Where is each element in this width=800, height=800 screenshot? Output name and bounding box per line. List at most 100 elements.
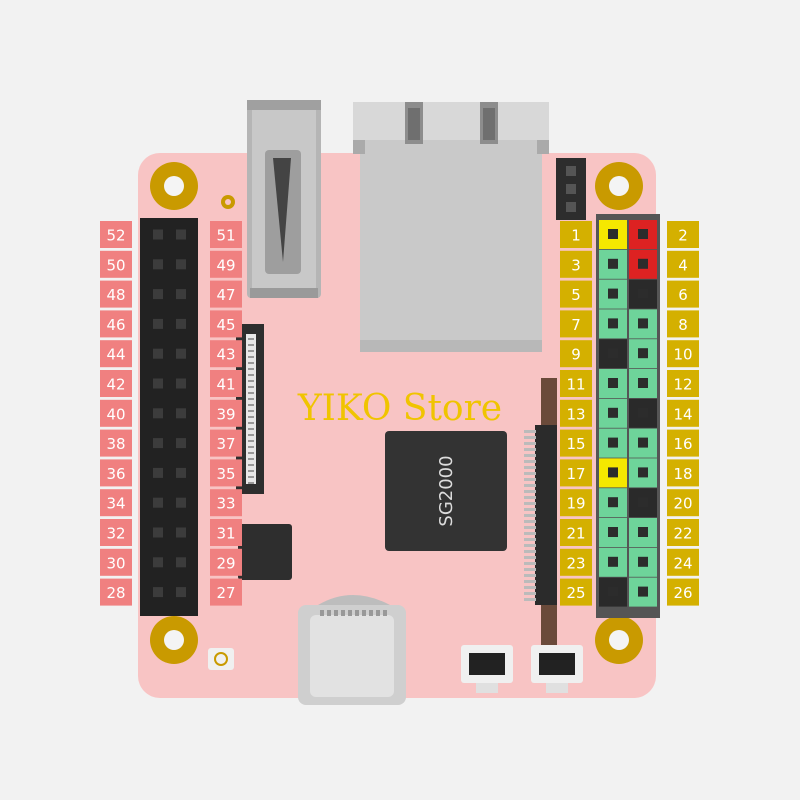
pin-label-odd-box — [560, 578, 592, 606]
pin-label-left-inner-box — [210, 548, 242, 576]
pin-label-even: 8 — [678, 316, 688, 334]
pin-label-left-outer: 34 — [106, 495, 125, 513]
pin-label-left-inner-box — [210, 519, 242, 546]
pin-label-left-outer: 44 — [106, 346, 125, 364]
pin-label-even: 22 — [673, 525, 692, 543]
pin-label-even-box — [667, 578, 699, 606]
pin-label-left-inner: 45 — [216, 316, 235, 334]
pin-label-odd: 7 — [571, 316, 581, 334]
pin-label-odd: 25 — [566, 584, 585, 602]
pin-label-left-inner: 37 — [216, 435, 235, 453]
header-pin — [176, 497, 186, 508]
pin-hole — [638, 318, 648, 329]
pin-label-left-outer-box — [100, 370, 132, 397]
pin-label-left-inner-box — [210, 399, 242, 427]
pin-label-left-inner: 27 — [216, 584, 235, 602]
pin-label-odd: 1 — [571, 227, 581, 245]
pin-label-left-inner-box — [210, 221, 242, 248]
pin-label-odd-box — [560, 519, 592, 546]
pin-label-odd: 11 — [566, 376, 585, 394]
pin-label-odd: 3 — [571, 256, 581, 274]
header-pin — [176, 229, 186, 240]
pin-label-left-inner-box — [210, 340, 242, 368]
pin-hole — [608, 258, 618, 269]
pin-label-left-outer-box — [100, 459, 132, 487]
pin-label-even-box — [667, 459, 699, 487]
pin-hole — [638, 467, 648, 478]
display-connector — [524, 378, 557, 648]
pin-label-even: 12 — [673, 376, 692, 394]
pin-label-even-box — [667, 519, 699, 546]
pin-label-even-box — [667, 340, 699, 368]
pin-label-left-outer-box — [100, 578, 132, 606]
header-pin — [153, 587, 163, 598]
header-pin — [153, 378, 163, 389]
pin-hole — [608, 586, 618, 597]
pin-label-even: 18 — [673, 465, 692, 483]
pin-label-odd-box — [560, 459, 592, 487]
pin-label-left-outer: 46 — [106, 316, 125, 334]
pin-label-odd-box — [560, 370, 592, 397]
header-pin — [176, 408, 186, 419]
pin-label-left-inner: 29 — [216, 554, 235, 572]
pin-label-left-outer: 40 — [106, 405, 125, 423]
pin-label-left-outer-box — [100, 429, 132, 457]
pin-label-left-inner: 41 — [216, 376, 235, 394]
pin-label-odd-box — [560, 489, 592, 517]
header-pin — [176, 259, 186, 270]
pin-label-even: 26 — [673, 584, 692, 602]
pin-label-even-box — [667, 429, 699, 457]
pin-hole — [608, 229, 618, 239]
pin-hole — [638, 378, 648, 388]
header-pin — [153, 229, 163, 240]
pin-label-odd: 21 — [566, 525, 585, 543]
pin-label-left-inner: 47 — [216, 286, 235, 304]
pin-label-even-box — [667, 221, 699, 248]
pin-label-even: 14 — [673, 405, 692, 423]
pin-label-left-inner: 39 — [216, 405, 235, 423]
pin-label-left-inner: 43 — [216, 346, 235, 364]
pin-label-left-inner-box — [210, 310, 242, 338]
pin-label-odd-box — [560, 399, 592, 427]
pin-label-odd: 19 — [566, 495, 585, 513]
pin-hole — [608, 467, 618, 478]
pin-label-left-outer-box — [100, 250, 132, 278]
header-pin — [176, 348, 186, 359]
pin-hole — [638, 527, 648, 537]
pin-label-left-outer-box — [100, 548, 132, 576]
pin-hole — [638, 348, 648, 359]
header-pin — [153, 557, 163, 568]
pin-hole — [638, 288, 648, 299]
button-left — [461, 645, 513, 693]
pin-label-even-box — [667, 250, 699, 278]
header-pin — [176, 438, 186, 449]
button-right — [531, 645, 583, 693]
pin-label-even: 24 — [673, 554, 692, 572]
pin-label-left-inner: 49 — [216, 256, 235, 274]
pin-label-left-outer-box — [100, 280, 132, 308]
pin-hole — [638, 556, 648, 567]
header-pin — [176, 467, 186, 478]
antenna-connector — [208, 648, 234, 670]
pin-label-left-outer: 48 — [106, 286, 125, 304]
pin-label-left-outer: 52 — [106, 227, 125, 245]
pin-label-left-outer-box — [100, 221, 132, 248]
left-pin-header — [140, 218, 198, 616]
header-pin — [153, 467, 163, 478]
header-pin — [176, 318, 186, 329]
pin-label-left-inner-box — [210, 429, 242, 457]
pin-label-left-outer: 38 — [106, 435, 125, 453]
pin-label-even-box — [667, 399, 699, 427]
pin-label-left-inner: 31 — [216, 525, 235, 543]
pin-hole — [638, 258, 648, 269]
ethernet-jack — [353, 102, 549, 352]
header-pin — [176, 378, 186, 389]
pin-label-odd-box — [560, 340, 592, 368]
pin-label-left-inner-box — [210, 578, 242, 606]
pin-label-even-box — [667, 548, 699, 576]
pin-hole — [608, 288, 618, 299]
pin-hole — [608, 318, 618, 329]
watermark: YIKO Store — [297, 388, 502, 429]
header-pin — [153, 348, 163, 359]
